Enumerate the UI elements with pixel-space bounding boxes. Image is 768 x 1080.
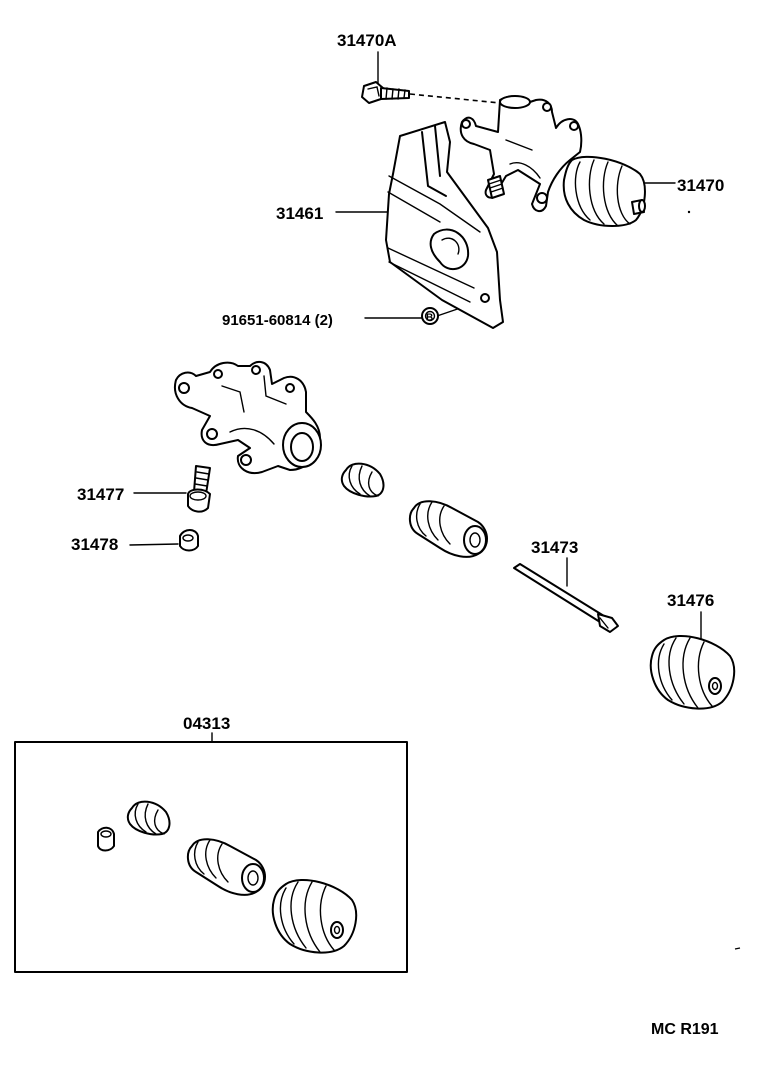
kit-piston-drawing [186,838,266,896]
stray-mark-2 [734,947,741,950]
label-31470: 31470 [677,176,724,195]
washer-letter: B [426,313,433,324]
label-31470A: 31470A [337,31,397,50]
label-31477: 31477 [77,485,124,504]
kit-cap-drawing [97,826,115,852]
stray-mark [687,210,691,214]
kit-04313-box [14,741,408,973]
label-91651-60814: 91651-60814 (2) [222,312,333,329]
label-31473: 31473 [531,538,578,557]
cylinder-housing-middle-drawing [174,360,322,474]
cap-31478-drawing [179,529,199,552]
label-04313: 04313 [183,714,230,733]
washer-b-drawing: B [421,307,439,325]
bolt-31470a-drawing [361,81,501,104]
bracket-31461-drawing [385,121,504,329]
kit-boot-drawing [271,879,358,954]
bleeder-31477-drawing [187,465,211,513]
kit-cup-drawing [126,800,171,836]
piston-drawing [408,500,488,558]
footer-code: MC R191 [651,1021,719,1038]
pushrod-31473-drawing [513,563,619,633]
boot-31476-drawing [649,635,736,710]
cylinder-housing-top-drawing [459,95,646,227]
label-31461: 31461 [276,204,323,223]
label-31478: 31478 [71,535,118,554]
cup-drawing [340,462,385,498]
label-31476: 31476 [667,591,714,610]
